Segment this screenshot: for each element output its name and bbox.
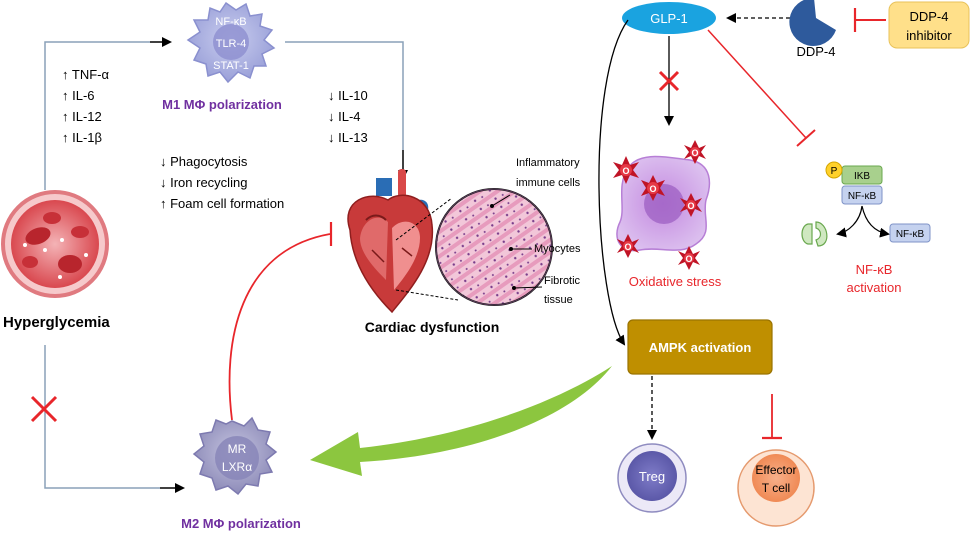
- phospho-label: P: [831, 166, 838, 177]
- ikb-degraded-icon: [801, 221, 828, 247]
- function-iron-recycling: ↓ Iron recycling: [160, 175, 247, 190]
- m1-to-heart-connector: [285, 41, 404, 150]
- ros-label-1: O: [622, 166, 629, 176]
- tissue-label-fibrotic-1: Fibrotic: [544, 275, 581, 287]
- glp1-inhibits-nfkb-line: [707, 29, 807, 139]
- nfkb-bound-label: NF-κB: [848, 191, 877, 202]
- hyperglycemia-vessel-icon: [1, 190, 109, 298]
- oxidative-stress-cell: [616, 155, 711, 252]
- down-cytokine-il4: ↓ IL-4: [328, 109, 361, 124]
- ampk-box: [627, 319, 773, 375]
- treg-cell-icon: [617, 443, 687, 513]
- ddp4-enzyme-icon: [789, 0, 836, 46]
- ros-label-3: O: [649, 184, 656, 194]
- tissue-label-inflammatory-2: immune cells: [516, 177, 581, 189]
- m1-macrophage-icon: [186, 1, 276, 84]
- cardiac-tissue-histology: [435, 188, 553, 306]
- ddp4-label: DDP-4: [796, 44, 835, 59]
- treg-label: Treg: [639, 469, 665, 484]
- zoom-line-bottom: [395, 289, 459, 301]
- m1-cytokine-il6: ↑ IL-6: [62, 88, 95, 103]
- m2-inhibits-heart-line: [228, 233, 331, 421]
- effector-label-2: T cell: [762, 481, 790, 495]
- m2-marker-lxra: LXRα: [222, 460, 252, 474]
- heart-icon: [347, 169, 434, 314]
- ampk-label: AMPK activation: [649, 340, 752, 355]
- oxidative-stress-label: Oxidative stress: [629, 274, 722, 289]
- glp1-node: [622, 2, 716, 34]
- effector-t-cell-icon: [737, 449, 815, 527]
- effector-label-1: Effector: [755, 463, 796, 477]
- nfkb-activation-label-2: activation: [847, 280, 902, 295]
- ros-label-2: O: [691, 148, 698, 158]
- ros-label-6: O: [685, 254, 692, 264]
- ros-bursts: [613, 140, 706, 270]
- m1-title: M1 MΦ polarization: [162, 97, 282, 112]
- m2-title: M2 MΦ polarization: [181, 516, 301, 531]
- tissue-label-inflammatory-1: Inflammatory: [516, 157, 580, 169]
- tissue-marker-inflammatory: [490, 204, 494, 208]
- down-cytokine-il13: ↓ IL-13: [328, 130, 368, 145]
- nfkb-activation-label-1: NF-κB: [856, 262, 893, 277]
- tissue-annotation-lines: [491, 194, 543, 289]
- tissue-label-myocytes: Myocytes: [534, 243, 581, 255]
- cardiac-dysfunction-label: Cardiac dysfunction: [365, 319, 500, 335]
- m2-macrophage-icon: [192, 416, 278, 496]
- hyperglycemia-to-m2-connector: [44, 345, 160, 489]
- glp1-to-ampk-curve: [598, 19, 629, 346]
- function-phagocytosis: ↓ Phagocytosis: [160, 154, 248, 169]
- m1-marker-tlr4: TLR-4: [216, 38, 247, 50]
- m1-cytokine-il1b: ↑ IL-1β: [62, 130, 102, 145]
- hyperglycemia-to-m1-connector: [44, 41, 150, 190]
- nfkb-free-box: [889, 223, 931, 243]
- tissue-marker-myocytes: [509, 247, 513, 251]
- hyperglycemia-label: Hyperglycemia: [3, 314, 110, 331]
- glp1-label: GLP-1: [650, 11, 688, 26]
- nfkb-complex: [825, 161, 883, 205]
- glp1-inhibits-nfkb-bar: [796, 129, 816, 147]
- blocked-cross: [30, 395, 58, 423]
- ros-label-4: O: [687, 201, 694, 211]
- ikb-label: IKB: [854, 171, 870, 182]
- m1-marker-nfkb: NF-κB: [215, 16, 246, 28]
- m1-cytokine-il12: ↑ IL-12: [62, 109, 102, 124]
- m1-cytokine-tnfa: ↑ TNF-α: [62, 67, 109, 82]
- m2-marker-mr: MR: [228, 442, 247, 456]
- tissue-label-fibrotic-2: tissue: [544, 294, 573, 306]
- ros-label-5: O: [624, 242, 631, 252]
- ddp4-inhibitor-label-2: inhibitor: [906, 28, 952, 43]
- nfkb-split-arrow-left: [836, 205, 863, 238]
- nfkb-free-label: NF-κB: [896, 229, 925, 240]
- nfkb-split-arrow-right: [861, 205, 890, 238]
- tissue-marker-fibrotic: [512, 286, 516, 290]
- ddp4-inhibitor-box: [888, 1, 970, 49]
- function-foam-cell: ↑ Foam cell formation: [160, 196, 284, 211]
- glp1-oxidative-cross: [658, 70, 680, 92]
- zoom-line-top: [395, 197, 453, 241]
- m1-marker-stat1: STAT-1: [213, 60, 249, 72]
- down-cytokine-il10: ↓ IL-10: [328, 88, 368, 103]
- ampk-to-m2-green-arrow: [310, 366, 612, 476]
- ddp4-inhibitor-label-1: DDP-4: [909, 9, 948, 24]
